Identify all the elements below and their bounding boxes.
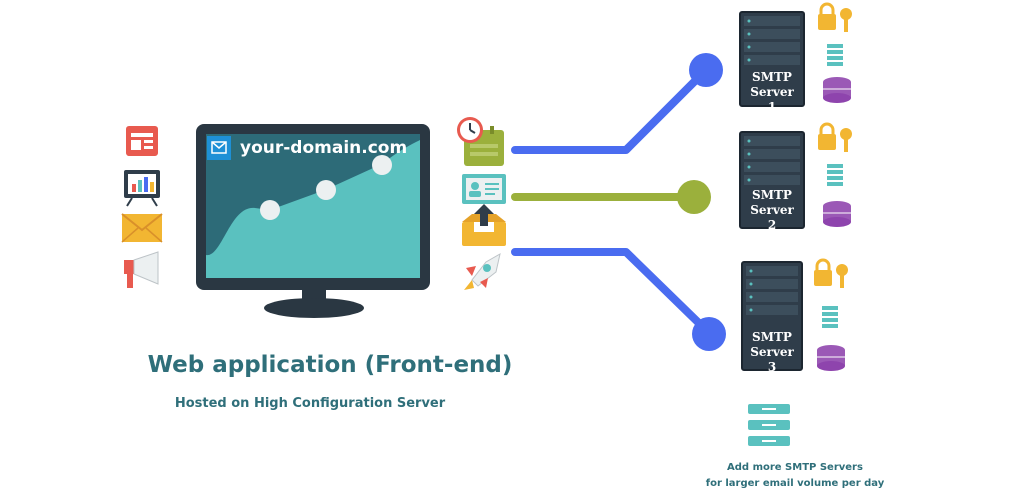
rocket-icon [464,253,501,290]
envelope-icon [121,213,163,243]
web-app-title: Web application (Front-end) [147,352,513,378]
server-3-label-line1: SMTP [752,330,792,344]
smtp-server-1 [739,11,805,107]
lock-key-icon [814,258,848,288]
database-icon [823,201,851,227]
upload-box-icon [462,204,506,246]
lock-key-icon [818,122,852,152]
add-servers-caption-line1: Add more SMTP Servers [727,462,863,473]
server-3-label-line2: Server 3 [750,345,794,374]
database-icon [817,345,845,371]
domain-label: your-domain.com [240,138,408,158]
megaphone-icon [124,251,159,288]
scheduler-icon [457,117,504,166]
server-2-label-line2: Server 2 [750,203,794,232]
add-servers-caption: Add more SMTP Servers for larger email v… [700,460,890,492]
add-server-icon [748,404,790,446]
server-1-label-line2: Server 1 [750,85,794,114]
monitor-illustration [196,124,430,318]
lock-key-icon [818,2,852,32]
server-1-label: SMTP Server 1 [744,70,800,115]
connector-server-3 [511,248,726,351]
connector-server-2 [511,180,711,214]
server-2-label-line1: SMTP [752,188,792,202]
server-2-label: SMTP Server 2 [744,188,800,233]
server-list-icon [827,164,843,186]
analytics-board-icon [124,170,160,207]
add-servers-caption-line2: for larger email volume per day [705,478,885,489]
server-list-icon [822,306,838,328]
database-icon [823,77,851,103]
smtp-server-3 [741,261,803,371]
smtp-server-2 [739,131,805,229]
server-list-icon [827,44,843,66]
server-1-label-line1: SMTP [752,70,792,84]
newspaper-icon [126,126,158,156]
server-3-label: SMTP Server 3 [744,330,800,375]
connector-server-1 [511,53,723,154]
web-app-subtitle: Hosted on High Configuration Server [174,396,446,411]
contact-card-icon [462,174,506,204]
